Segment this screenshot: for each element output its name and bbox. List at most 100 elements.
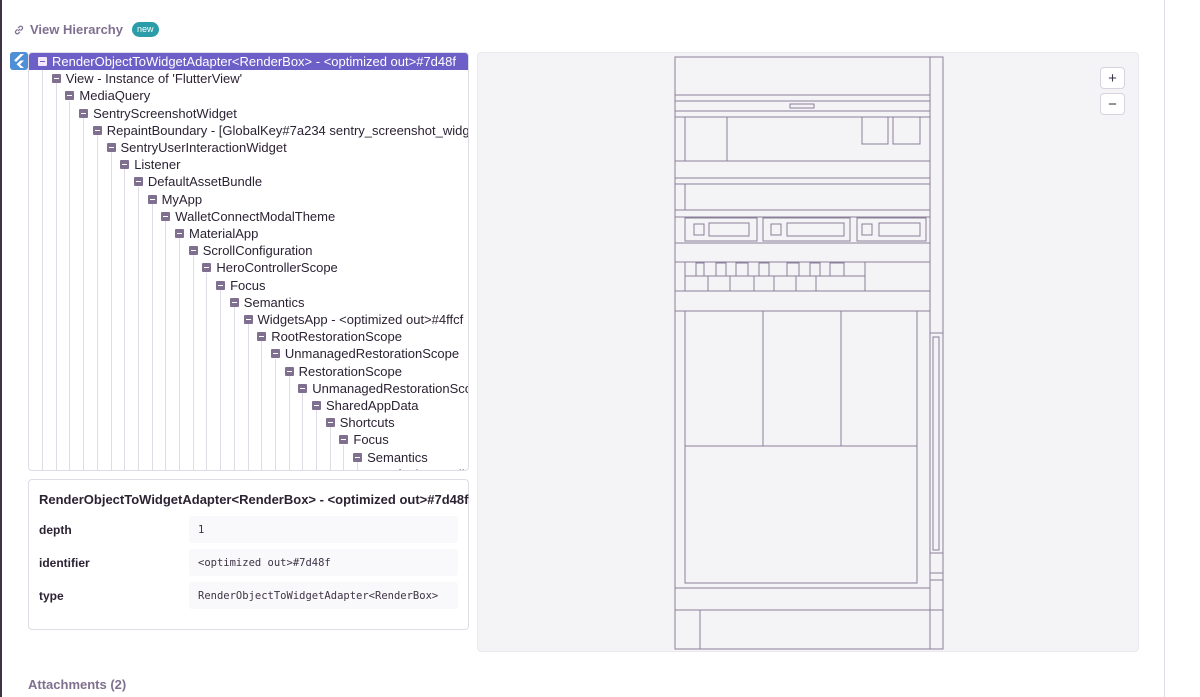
detail-label-depth: depth [39,523,72,537]
collapse-icon[interactable] [270,349,280,359]
collapse-icon[interactable] [229,297,239,307]
tree-node-label: DefaultTextEdit [381,467,468,470]
tree-node-label: MyApp [161,191,203,207]
tree-node[interactable]: View - Instance of 'FlutterView' [29,70,242,87]
tree-node[interactable]: RenderObjectToWidgetAdapter<RenderBox> -… [29,53,468,70]
tree-node[interactable]: UnmanagedRestorationScope [29,380,468,397]
tree-guide-line [83,117,85,470]
tree-node-label: Semantics [243,294,305,310]
view-hierarchy-header: View Hierarchy new [13,22,159,37]
tree-node-label: Focus [353,432,389,448]
collapse-icon[interactable] [366,469,376,470]
tree-node-label: SentryScreenshotWidget [93,105,237,121]
tree-guide-line [42,66,43,470]
tree-node-label: RootRestorationScope [271,329,402,345]
tree-node-label: Semantics [367,449,428,465]
tree-node-label: ScrollConfiguration [202,243,313,259]
tree-guide-line [124,169,126,470]
attachments-heading[interactable]: Attachments (2) [28,677,127,692]
wireframe-drawing[interactable] [478,53,1140,653]
collapse-icon[interactable] [65,91,75,101]
collapse-icon[interactable] [120,160,130,170]
link-icon[interactable] [13,24,25,36]
tree-guide-line [55,83,57,470]
tree-node-label: Focus [230,277,266,293]
right-border [1164,0,1165,697]
tree-node-label: UnmanagedRestorationScope [284,346,460,362]
detail-value-depth: 1 [189,516,458,543]
tree-node[interactable]: MaterialApp [29,225,258,242]
tree-node[interactable]: Listener [29,156,180,173]
tree-node[interactable]: SentryScreenshotWidget [29,105,237,122]
tree-guide-line [165,221,167,470]
tree-guide-line [233,307,235,470]
tree-node-label: View - Instance of 'FlutterView' [65,71,243,87]
tree-node-label: Listener [134,157,181,173]
tree-guide-line [316,410,317,470]
tree-node[interactable]: Focus [29,431,389,448]
detail-label-identifier: identifier [39,556,90,570]
collapse-icon[interactable] [161,211,171,221]
detail-label-type: type [39,589,64,603]
collapse-icon[interactable] [175,229,184,238]
detail-value-type: RenderObjectToWidgetAdapter<RenderBox> [189,582,458,609]
tree-node-label: MediaQuery [79,88,151,104]
tree-guide-line [274,358,276,470]
collapse-icon[interactable] [216,280,226,290]
tree-guide-line [206,272,208,470]
zoom-out-button[interactable]: − [1100,93,1125,115]
tree-node[interactable]: Semantics [29,294,305,311]
collapse-icon[interactable] [325,418,335,428]
collapse-icon[interactable] [133,177,143,187]
collapse-icon[interactable] [188,246,198,256]
collapse-icon[interactable] [257,332,267,342]
tree-node[interactable]: MediaQuery [29,87,150,104]
tree-guide-line [343,444,345,470]
tree-node-label: WidgetsApp - <optimized out>#4ffcf [257,312,464,327]
collapse-icon[interactable] [147,194,157,204]
collapse-icon[interactable] [298,383,308,393]
tree-guide-line [288,375,290,470]
hierarchy-tree[interactable]: RenderObjectToWidgetAdapter<RenderBox> -… [28,52,469,471]
tree-node[interactable]: WalletConnectModalTheme [29,208,335,225]
collapse-icon[interactable] [38,57,47,66]
tree-node[interactable]: HeroControllerScope [29,259,338,276]
collapse-icon[interactable] [202,263,212,273]
collapse-icon[interactable] [243,315,253,324]
node-details-panel: RenderObjectToWidgetAdapter<RenderBox> -… [28,479,469,630]
tree-node-label: SharedAppData [326,398,419,413]
zoom-in-button[interactable]: + [1100,67,1125,89]
tree-node[interactable]: DefaultAssetBundle [29,173,262,190]
tree-guide-line [151,203,153,470]
tree-node[interactable]: Focus [29,277,266,294]
tree-guide-line [357,461,359,470]
wireframe-canvas[interactable]: + − [477,52,1139,652]
collapse-icon[interactable] [106,143,116,152]
tree-node[interactable]: ScrollConfiguration [29,242,313,259]
collapse-icon[interactable] [79,108,89,118]
tree-guide-line [110,152,112,470]
tree-node[interactable]: UnmanagedRestorationScope [29,345,459,362]
tree-node[interactable]: RestorationScope [29,363,402,380]
tree-node[interactable]: MyApp [29,191,202,208]
tree-node[interactable]: SentryUserInteractionWidget [29,139,287,156]
collapse-icon[interactable] [353,452,363,462]
flutter-icon [10,52,28,70]
collapse-icon[interactable] [312,401,321,410]
collapse-icon[interactable] [51,74,61,84]
tree-node[interactable]: Semantics [29,449,428,466]
collapse-icon[interactable] [92,125,102,135]
collapse-icon[interactable] [284,366,294,376]
tree-node[interactable]: DefaultTextEdit [29,466,468,470]
tree-node[interactable]: SharedAppData [29,397,419,414]
tree-node[interactable]: RootRestorationScope [29,328,402,345]
tree-node[interactable]: WidgetsApp - <optimized out>#4ffcf [29,311,463,328]
collapse-icon[interactable] [339,435,349,445]
tree-node[interactable]: RepaintBoundary - [GlobalKey#7a234 sentr… [29,122,468,139]
tree-node-label: UnmanagedRestorationScope [312,380,468,396]
tree-guide-line [96,135,98,470]
tree-node[interactable]: Shortcuts [29,414,395,431]
tree-node-label: WalletConnectModalTheme [175,208,336,224]
new-badge: new [131,22,159,37]
tree-node-label: RenderObjectToWidgetAdapter<RenderBox> -… [52,54,456,69]
